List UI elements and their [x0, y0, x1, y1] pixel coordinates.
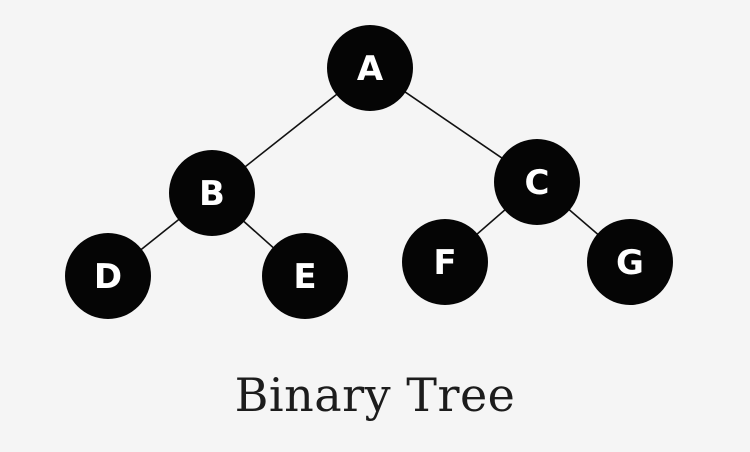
node-label-g: G	[616, 243, 644, 283]
tree-node-f: F	[402, 219, 488, 305]
tree-node-a: A	[327, 25, 413, 111]
node-label-d: D	[94, 257, 122, 297]
node-circle-a	[327, 25, 413, 111]
node-circle-d	[65, 233, 151, 319]
tree-node-c: C	[494, 139, 580, 225]
tree-graphic: A B C D E F G	[65, 25, 673, 319]
node-label-f: F	[433, 243, 456, 283]
node-circle-f	[402, 219, 488, 305]
tree-node-g: G	[587, 219, 673, 305]
node-label-a: A	[357, 49, 384, 89]
tree-node-d: D	[65, 233, 151, 319]
node-circle-e	[262, 233, 348, 319]
tree-node-b: B	[169, 150, 255, 236]
node-label-e: E	[293, 257, 316, 297]
node-circle-c	[494, 139, 580, 225]
node-label-c: C	[525, 163, 550, 203]
nodes-layer: A B C D E F G	[65, 25, 673, 319]
node-label-b: B	[199, 174, 225, 214]
node-circle-g	[587, 219, 673, 305]
tree-node-e: E	[262, 233, 348, 319]
node-circle-b	[169, 150, 255, 236]
diagram-caption: Binary Tree	[234, 368, 516, 422]
